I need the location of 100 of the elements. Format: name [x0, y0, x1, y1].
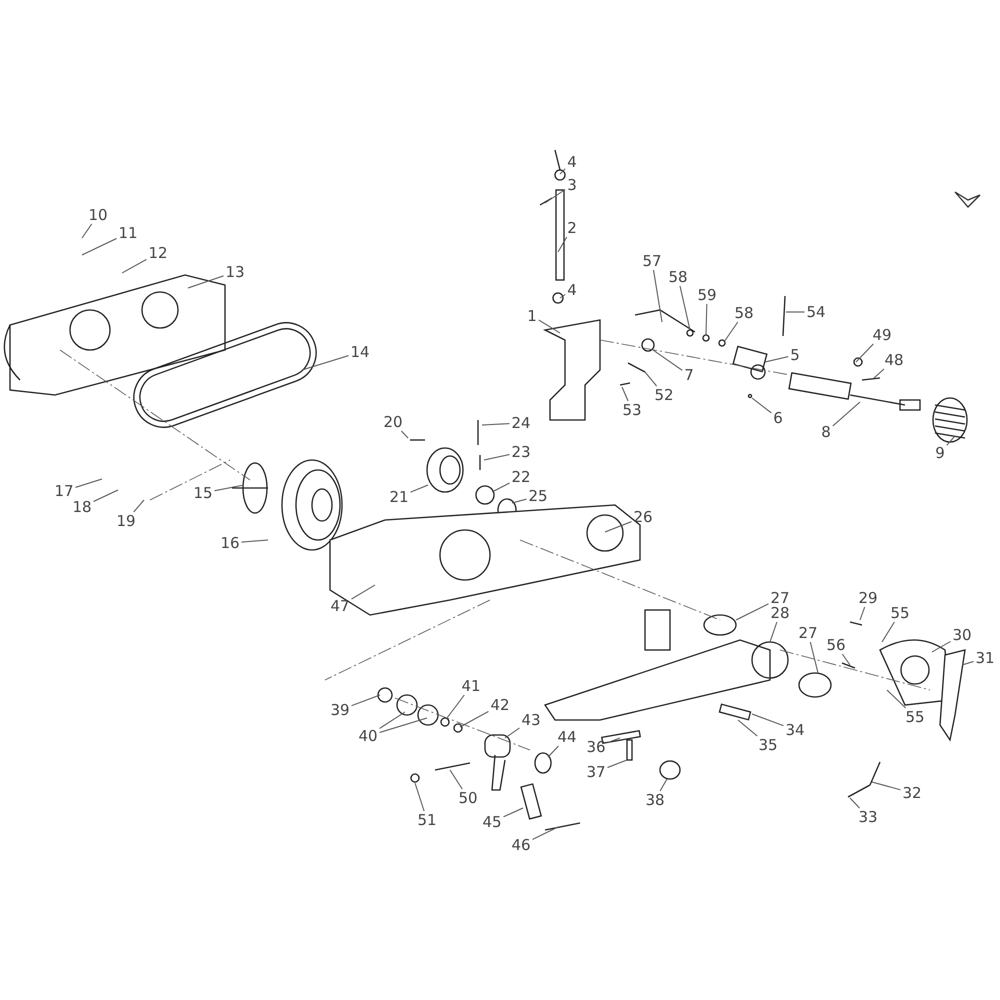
leader-line: [874, 368, 884, 378]
callout-number: 30: [952, 627, 972, 643]
leader-line: [188, 275, 224, 288]
leader-line: [962, 661, 974, 666]
callout-number: 10: [88, 207, 108, 223]
leader-line: [484, 454, 510, 460]
callout-number: 55: [905, 709, 925, 725]
callout-number: 54: [806, 304, 826, 320]
callout-number: 41: [461, 678, 481, 694]
callout-number: 11: [118, 225, 138, 241]
callout-number: 47: [330, 598, 350, 614]
leader-line: [532, 826, 558, 840]
leader-line: [503, 808, 524, 818]
callout-number: 28: [770, 605, 790, 621]
leader-line: [607, 738, 620, 744]
leader-line: [882, 622, 895, 642]
callout-number: 57: [642, 253, 662, 269]
leader-line: [860, 606, 866, 620]
leader-line: [504, 728, 520, 738]
leader-line: [492, 482, 510, 492]
callout-number: 3: [567, 177, 577, 193]
leader-line: [512, 498, 527, 504]
callout-number: 22: [511, 469, 531, 485]
leader-line: [379, 712, 406, 729]
leader-line: [302, 355, 349, 370]
callout-number: 55: [890, 605, 910, 621]
callout-number: 25: [528, 488, 548, 504]
leader-line: [644, 372, 658, 386]
leader-line: [133, 500, 144, 512]
leader-line: [460, 710, 489, 728]
callout-number: 34: [785, 722, 805, 738]
callout-number: 39: [330, 702, 350, 718]
callout-number: 5: [790, 347, 800, 363]
leader-line: [872, 782, 901, 790]
callout-number: 40: [358, 728, 378, 744]
leader-line: [214, 484, 244, 492]
leader-line: [82, 224, 92, 238]
callout-number: 9: [935, 445, 945, 461]
callout-number: 44: [557, 729, 577, 745]
callout-number: 31: [975, 650, 995, 666]
callout-number: 33: [858, 809, 878, 825]
callout-number: 42: [490, 697, 510, 713]
leader-line: [770, 622, 778, 642]
callout-number: 59: [697, 287, 717, 303]
leader-line: [660, 778, 668, 792]
leader-line: [482, 423, 510, 426]
callout-number: 45: [482, 814, 502, 830]
leader-line: [832, 402, 860, 426]
leader-line: [560, 168, 566, 174]
leader-line: [450, 770, 463, 790]
callout-number: 26: [633, 509, 653, 525]
callout-number: 37: [586, 764, 606, 780]
leader-line: [706, 304, 708, 336]
leader-line: [400, 430, 408, 438]
leader-line: [653, 270, 662, 322]
leader-line: [414, 782, 425, 812]
callout-number: 48: [884, 352, 904, 368]
leader-line: [122, 258, 147, 274]
callout-number: 16: [220, 535, 240, 551]
callout-number: 8: [821, 424, 831, 440]
leader-line: [75, 478, 102, 488]
leader-line: [446, 694, 465, 718]
callout-number: 7: [684, 367, 694, 383]
callout-number: 43: [521, 712, 541, 728]
callout-number: 35: [758, 737, 778, 753]
leader-line: [946, 436, 956, 446]
callout-number: 53: [622, 402, 642, 418]
callout-number: 27: [770, 590, 790, 606]
leader-line: [558, 236, 568, 252]
leader-line: [752, 398, 772, 414]
callout-number: 19: [116, 513, 136, 529]
callout-number: 36: [586, 739, 606, 755]
callout-number: 18: [72, 499, 92, 515]
leader-line: [544, 189, 566, 204]
leader-line: [622, 386, 629, 402]
callout-number: 4: [567, 282, 577, 298]
leader-line: [764, 356, 789, 362]
leader-line: [538, 320, 560, 334]
leader-line: [932, 641, 951, 652]
leader-line: [410, 484, 428, 493]
leader-line: [680, 286, 690, 330]
callout-number: 20: [383, 414, 403, 430]
callout-number: 1: [527, 308, 537, 324]
leader-line: [607, 760, 628, 768]
callout-number: 15: [193, 485, 213, 501]
leader-line: [351, 694, 380, 706]
callout-number: 13: [225, 264, 245, 280]
leader-line: [886, 690, 906, 708]
callout-number: 21: [389, 489, 409, 505]
callout-number: 49: [872, 327, 892, 343]
leader-line: [241, 540, 268, 543]
leader-line: [351, 584, 376, 600]
leader-line: [548, 746, 559, 758]
callout-number: 50: [458, 790, 478, 806]
leader-line: [736, 603, 769, 620]
leader-line: [850, 798, 860, 808]
leader-line: [752, 714, 784, 726]
leader-line: [82, 238, 117, 256]
leader-line: [724, 322, 738, 342]
callout-number: 56: [826, 637, 846, 653]
